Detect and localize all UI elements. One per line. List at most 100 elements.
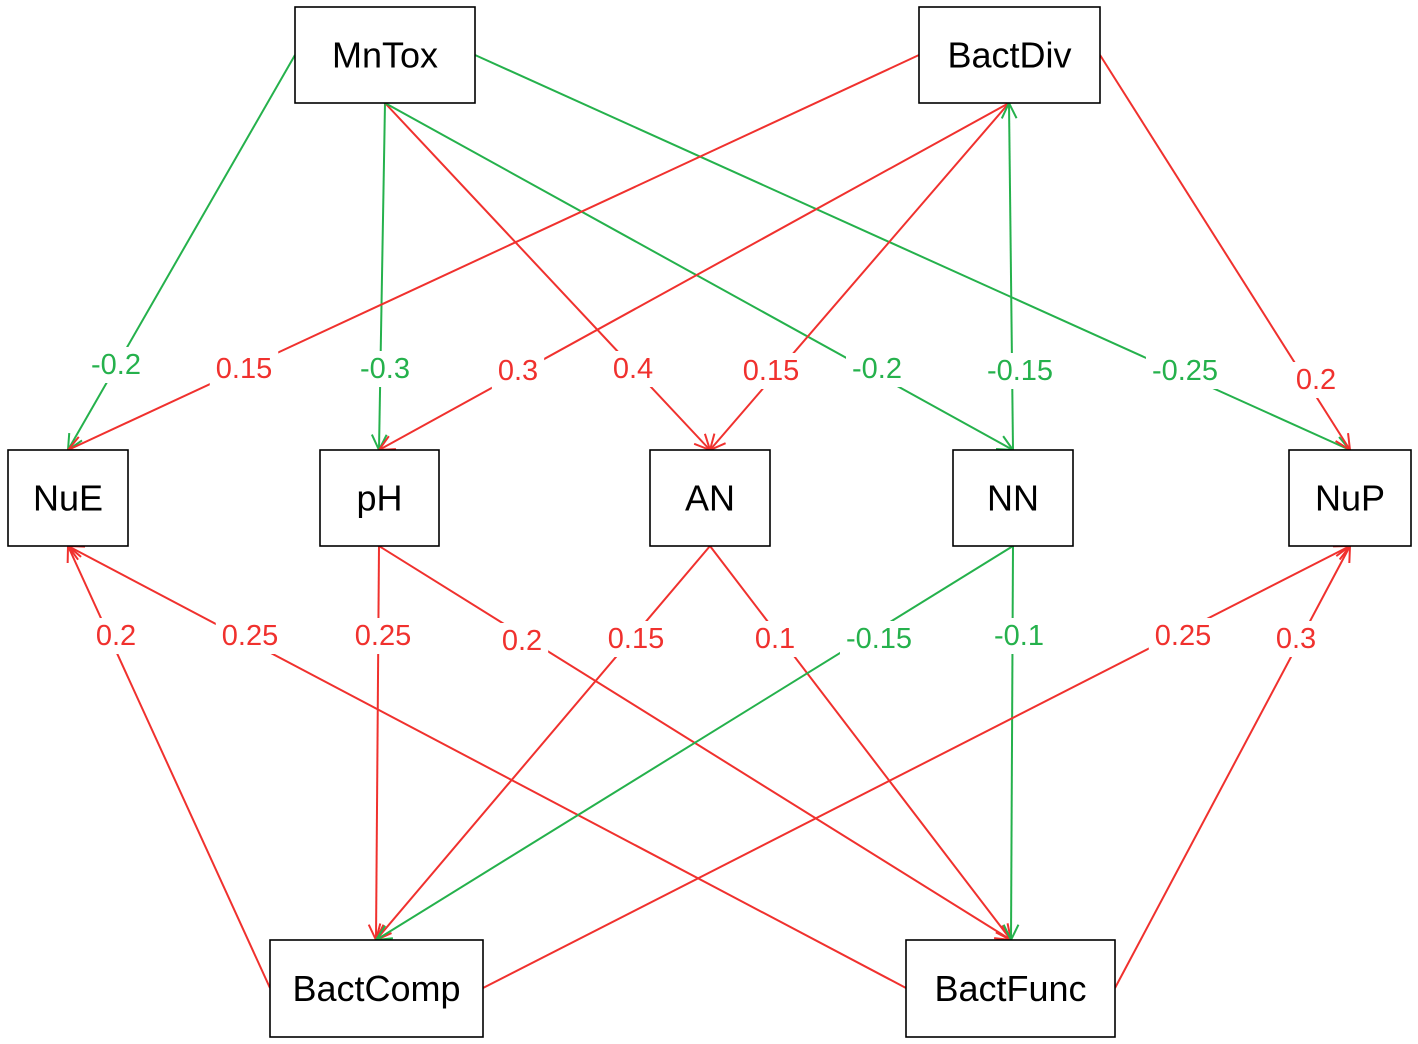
edge-weight-label: -0.2 xyxy=(852,353,902,385)
edge-label-BactComp-to-NuP: 0.25 xyxy=(1148,618,1218,654)
edge-weight-label: -0.15 xyxy=(987,355,1053,387)
edge-label-background xyxy=(606,351,660,387)
edge-weight-label: 0.1 xyxy=(755,623,795,655)
edge-label-BactDiv-to-AN: 0.15 xyxy=(736,353,806,389)
edge-label-BactDiv-to-pH: 0.3 xyxy=(491,353,545,389)
edge-NN-to-BactDiv xyxy=(1000,100,1018,451)
edge-weight-label: 0.3 xyxy=(498,355,538,387)
edge-weight-label: 0.2 xyxy=(1296,364,1336,396)
edge-label-MnTox-to-NN: -0.2 xyxy=(846,351,908,387)
node-AN: AN xyxy=(649,449,771,547)
edge-label-background xyxy=(980,353,1060,389)
edge-label-BactFunc-to-NuP: 0.3 xyxy=(1269,621,1323,657)
edge-label-background xyxy=(495,623,549,659)
edge-MnTox-to-AN xyxy=(384,102,712,452)
edge-line xyxy=(1114,545,1351,989)
node-BactFunc: BactFunc xyxy=(905,939,1116,1038)
edge-label-background xyxy=(209,351,279,387)
edge-label-background xyxy=(348,618,418,654)
node-label: NuP xyxy=(1315,478,1385,519)
edge-label-background xyxy=(1145,353,1225,389)
edge-line xyxy=(709,545,1012,941)
node-MnTox: MnTox xyxy=(294,6,476,104)
edge-weight-label: 0.25 xyxy=(222,620,278,652)
edge-weight-label: 0.25 xyxy=(355,620,411,652)
edge-label-background xyxy=(988,618,1050,654)
edge-weight-label: -0.2 xyxy=(91,349,141,381)
node-box xyxy=(1288,449,1412,547)
edge-label-background xyxy=(89,618,143,654)
node-box xyxy=(269,939,484,1038)
node-box xyxy=(952,449,1074,547)
edge-label-AN-to-BactFunc: 0.1 xyxy=(748,621,802,657)
edge-BactDiv-to-NuE xyxy=(65,54,920,452)
edge-label-MnTox-to-NuP: -0.25 xyxy=(1145,353,1225,389)
node-NN: NN xyxy=(952,449,1074,547)
node-box xyxy=(905,939,1116,1038)
node-label: BactComp xyxy=(292,968,460,1009)
edge-BactDiv-to-pH xyxy=(376,102,1010,452)
edge-label-background xyxy=(491,353,545,389)
node-NuE: NuE xyxy=(7,449,129,547)
edge-label-AN-to-BactComp: 0.15 xyxy=(601,621,671,657)
edge-line xyxy=(1008,102,1014,451)
edge-line xyxy=(375,545,1014,941)
edge-label-MnTox-to-NuE: -0.2 xyxy=(85,347,147,383)
edge-label-NN-to-BactComp: -0.15 xyxy=(839,621,919,657)
edge-line xyxy=(67,545,271,989)
edge-label-background xyxy=(1289,362,1343,398)
node-label: NuE xyxy=(33,478,103,519)
edge-label-BactDiv-to-NuE: 0.15 xyxy=(209,351,279,387)
edge-line xyxy=(375,545,711,941)
node-pH: pH xyxy=(319,449,440,547)
node-label: BactDiv xyxy=(947,35,1071,76)
edge-label-background xyxy=(839,621,919,657)
edge-weight-label: 0.15 xyxy=(743,355,799,387)
edge-NN-to-BactFunc xyxy=(1002,545,1020,943)
edge-line xyxy=(709,102,1010,451)
edge-AN-to-BactFunc xyxy=(709,545,1013,942)
edge-label-background xyxy=(846,351,908,387)
edge-pH-to-BactComp xyxy=(367,545,385,943)
node-box xyxy=(294,6,476,104)
edge-label-BactFunc-to-NuE: 0.25 xyxy=(215,618,285,654)
edge-label-background xyxy=(736,353,806,389)
edge-label-background xyxy=(215,618,285,654)
edge-line xyxy=(378,102,386,451)
node-box xyxy=(649,449,771,547)
edge-BactFunc-to-NuP xyxy=(1114,543,1352,989)
edge-weight-label: 0.25 xyxy=(1155,620,1211,652)
edge-MnTox-to-pH xyxy=(370,102,388,453)
edge-MnTox-to-NuP xyxy=(474,54,1353,452)
node-label: AN xyxy=(685,478,735,519)
edge-weight-label: -0.3 xyxy=(360,353,410,385)
edge-line xyxy=(1010,545,1014,941)
edge-weight-label: 0.4 xyxy=(613,353,653,385)
edge-label-NN-to-BactFunc: -0.1 xyxy=(988,618,1050,654)
edge-line xyxy=(384,102,1014,451)
edge-BactComp-to-NuE xyxy=(66,543,271,989)
edge-label-pH-to-BactFunc: 0.2 xyxy=(495,623,549,659)
node-box xyxy=(319,449,440,547)
edge-line xyxy=(474,54,1351,451)
edge-weight-label: 0.2 xyxy=(96,620,136,652)
edge-label-pH-to-BactComp: 0.25 xyxy=(348,618,418,654)
edge-label-BactDiv-to-NuP: 0.2 xyxy=(1289,362,1343,398)
edge-weight-label: 0.15 xyxy=(608,623,664,655)
edge-label-MnTox-to-AN: 0.4 xyxy=(606,351,660,387)
edge-labels: -0.2 -0.3 0.4 -0.2 -0.25 0.15 0.3 0.15 -0.15 0.2 0… xyxy=(85,347,1343,659)
edge-weight-label: -0.25 xyxy=(1152,355,1218,387)
edge-AN-to-BactComp xyxy=(374,545,711,942)
edge-line xyxy=(375,545,380,941)
edge-line xyxy=(384,102,711,451)
edge-line xyxy=(67,54,920,451)
edge-weight-label: 0.2 xyxy=(502,625,542,657)
edge-weight-label: 0.3 xyxy=(1276,623,1316,655)
edge-label-background xyxy=(601,621,671,657)
edge-label-BactComp-to-NuE: 0.2 xyxy=(89,618,143,654)
node-BactComp: BactComp xyxy=(269,939,484,1038)
node-label: BactFunc xyxy=(934,968,1086,1009)
edge-weight-label: 0.15 xyxy=(216,353,272,385)
